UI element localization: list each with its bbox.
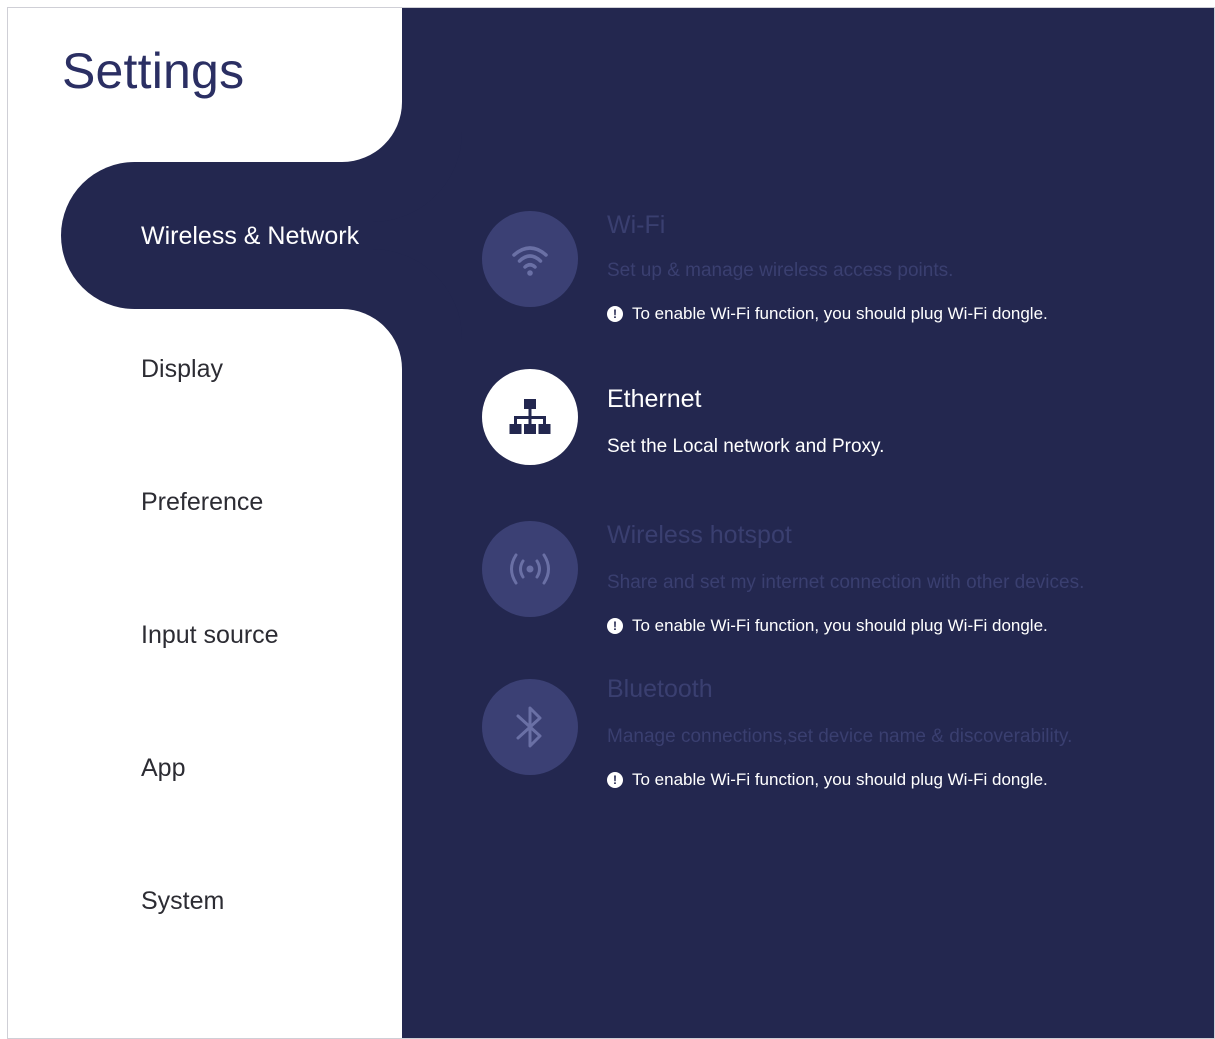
page-title: Settings	[62, 43, 245, 99]
sidebar-item-display[interactable]: Display	[141, 355, 223, 383]
ethernet-title: Ethernet	[607, 385, 702, 413]
info-icon: !	[607, 618, 623, 634]
info-icon: !	[607, 772, 623, 788]
info-icon: !	[607, 306, 623, 322]
sidebar-item-preference[interactable]: Preference	[141, 488, 264, 516]
bluetooth-icon	[482, 679, 578, 775]
wifi-notice-text: To enable Wi-Fi function, you should plu…	[632, 304, 1048, 323]
bluetooth-notice: ! To enable Wi-Fi function, you should p…	[607, 770, 1048, 790]
wifi-title: Wi-Fi	[607, 211, 666, 239]
bluetooth-notice-text: To enable Wi-Fi function, you should plu…	[632, 770, 1048, 789]
hotspot-notice: ! To enable Wi-Fi function, you should p…	[607, 616, 1048, 636]
content-panel: Wi-Fi Set up & manage wireless access po…	[402, 8, 1214, 1038]
sidebar-item-wireless-network[interactable]: Wireless & Network	[141, 222, 360, 250]
hotspot-title: Wireless hotspot	[607, 521, 792, 549]
hotspot-subtitle: Share and set my internet connection wit…	[607, 572, 1085, 593]
wifi-subtitle: Set up & manage wireless access points.	[607, 260, 954, 281]
sidebar-item-system[interactable]: System	[141, 887, 225, 915]
hotspot-notice-text: To enable Wi-Fi function, you should plu…	[632, 616, 1048, 635]
hotspot-icon	[482, 521, 578, 617]
bluetooth-icon-glyph	[516, 706, 542, 748]
network-icon	[482, 369, 578, 465]
network-icon-glyph	[509, 399, 551, 434]
hotspot-icon-glyph	[510, 553, 550, 585]
sidebar-item-app[interactable]: App	[141, 754, 186, 782]
bluetooth-subtitle: Manage connections,set device name & dis…	[607, 726, 1073, 747]
sidebar-item-input-source[interactable]: Input source	[141, 621, 279, 649]
wifi-icon	[482, 211, 578, 307]
wifi-icon-glyph	[512, 246, 548, 276]
bluetooth-title: Bluetooth	[607, 675, 713, 703]
nav-active-highlight	[61, 162, 461, 309]
ethernet-subtitle: Set the Local network and Proxy.	[607, 436, 885, 457]
settings-window: Settings Wi-Fi Set up & manage wireless …	[7, 7, 1215, 1039]
wifi-notice: ! To enable Wi-Fi function, you should p…	[607, 304, 1048, 324]
